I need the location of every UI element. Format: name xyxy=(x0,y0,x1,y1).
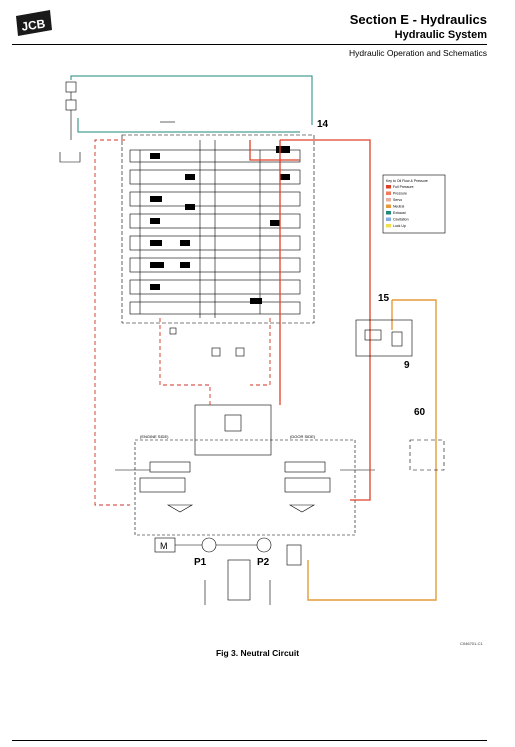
legend-title: Key to Oil Flow & Pressure xyxy=(386,179,428,183)
header-rule xyxy=(12,44,487,45)
legend-swatch xyxy=(386,224,391,228)
item-60-box xyxy=(409,439,445,471)
legend-label: Exhaust xyxy=(393,211,406,215)
spool-right xyxy=(284,477,331,493)
legend-swatch xyxy=(386,198,391,202)
legend-swatch xyxy=(386,217,391,221)
jcb-logo: JCB xyxy=(16,10,52,36)
priority-valve xyxy=(224,414,242,432)
brand-text: JCB xyxy=(20,16,46,33)
subsection-title: Hydraulic System xyxy=(394,29,487,41)
footer-rule xyxy=(12,740,487,747)
control-valve-block xyxy=(121,134,315,324)
legend-label: Pressure xyxy=(393,192,407,196)
legend-label: Cavitation xyxy=(393,218,409,222)
door-side-label: (DOOR SIDE) xyxy=(290,434,316,439)
valve-spools xyxy=(129,140,301,318)
callout-14: 14 xyxy=(317,119,329,130)
legend-swatch xyxy=(386,191,391,195)
pump-p2-label: P2 xyxy=(257,557,270,568)
legend-swatch xyxy=(386,204,391,208)
figure-caption: Fig 3. Neutral Circuit xyxy=(215,648,300,658)
tank xyxy=(227,559,251,601)
legend-swatch xyxy=(386,211,391,215)
callout-9: 9 xyxy=(404,360,410,371)
legend-label: Servo xyxy=(393,198,402,202)
legend-label: Neutral xyxy=(393,205,405,209)
legend-label: Full Pressure xyxy=(393,185,414,189)
figure-reference: C046701-C1 xyxy=(460,641,483,646)
topic-title: Hydraulic Operation and Schematics xyxy=(349,48,487,58)
legend-box: Key to Oil Flow & Pressure Full Pressure… xyxy=(382,174,446,234)
motor-label: M xyxy=(160,541,168,551)
engine-side-label: (ENGINE SIDE) xyxy=(140,434,169,439)
section-title: Section E - Hydraulics xyxy=(349,12,487,27)
pump-p1 xyxy=(201,537,217,553)
pump-p1-label: P1 xyxy=(194,557,207,568)
callout-60: 60 xyxy=(414,407,426,418)
legend-swatch xyxy=(386,185,391,189)
spool-left xyxy=(139,477,186,493)
legend-label: Lock Up xyxy=(393,224,406,228)
callout-15: 15 xyxy=(378,293,390,304)
pump-p2 xyxy=(256,537,272,553)
